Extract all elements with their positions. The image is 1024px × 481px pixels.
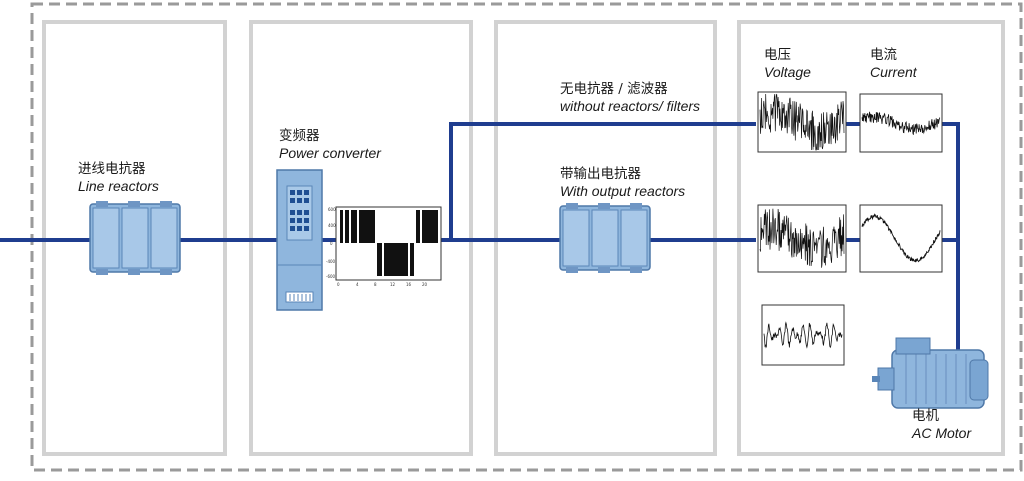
pwm-waveform-plot: 600 400 0 -400 -600 0 4 8 12 16 20 (326, 206, 442, 287)
label-without-reactors: 无电抗器 / 滤波器 without reactors/ filters (560, 81, 700, 115)
label-voltage: 电压 Voltage (764, 47, 811, 81)
line-reactor-icon (89, 201, 181, 275)
svg-text:4: 4 (356, 282, 359, 287)
svg-text:-400: -400 (326, 259, 336, 264)
spectrum-plot (761, 304, 845, 366)
label-line-reactors-zh: 进线电抗器 (78, 161, 146, 177)
svg-text:600: 600 (328, 207, 336, 212)
motor-icon (872, 337, 989, 409)
label-current: 电流 Current (870, 47, 917, 81)
converter-icon (276, 169, 323, 311)
svg-text:0: 0 (337, 282, 340, 287)
label-power-converter-zh: 变频器 (279, 128, 320, 144)
wiring (0, 122, 960, 356)
svg-text:20: 20 (422, 282, 428, 287)
label-power-converter: 变频器 Power converter (279, 128, 381, 162)
svg-text:8: 8 (374, 282, 377, 287)
label-without-reactors-en: without reactors/ filters (560, 98, 701, 114)
label-with-output-reactors: 带输出电抗器 With output reactors (560, 166, 685, 200)
label-current-en: Current (870, 64, 917, 80)
label-with-output-reactors-zh: 带输出电抗器 (560, 166, 641, 182)
label-with-output-reactors-en: With output reactors (560, 183, 686, 199)
label-without-reactors-zh: 无电抗器 / 滤波器 (560, 81, 668, 97)
label-motor-en: AC Motor (912, 425, 972, 441)
label-motor-zh: 电机 (912, 408, 939, 424)
label-line-reactors-en: Line reactors (78, 178, 159, 194)
label-voltage-zh: 电压 (764, 47, 791, 63)
output-reactor-icon (559, 203, 651, 273)
label-motor: 电机 AC Motor (912, 408, 971, 442)
voltage-plot-unfiltered (757, 91, 847, 153)
label-line-reactors: 进线电抗器 Line reactors (78, 161, 159, 195)
outer-frame (30, 2, 1023, 472)
label-current-zh: 电流 (870, 47, 897, 63)
svg-text:0: 0 (330, 241, 333, 246)
svg-text:16: 16 (406, 282, 412, 287)
svg-text:400: 400 (328, 223, 336, 228)
svg-text:12: 12 (390, 282, 396, 287)
current-plot-filtered (859, 204, 943, 273)
svg-text:-600: -600 (326, 274, 336, 279)
label-voltage-en: Voltage (764, 64, 811, 80)
current-plot-unfiltered (859, 93, 943, 153)
label-power-converter-en: Power converter (279, 145, 381, 161)
voltage-plot-filtered (757, 204, 847, 273)
